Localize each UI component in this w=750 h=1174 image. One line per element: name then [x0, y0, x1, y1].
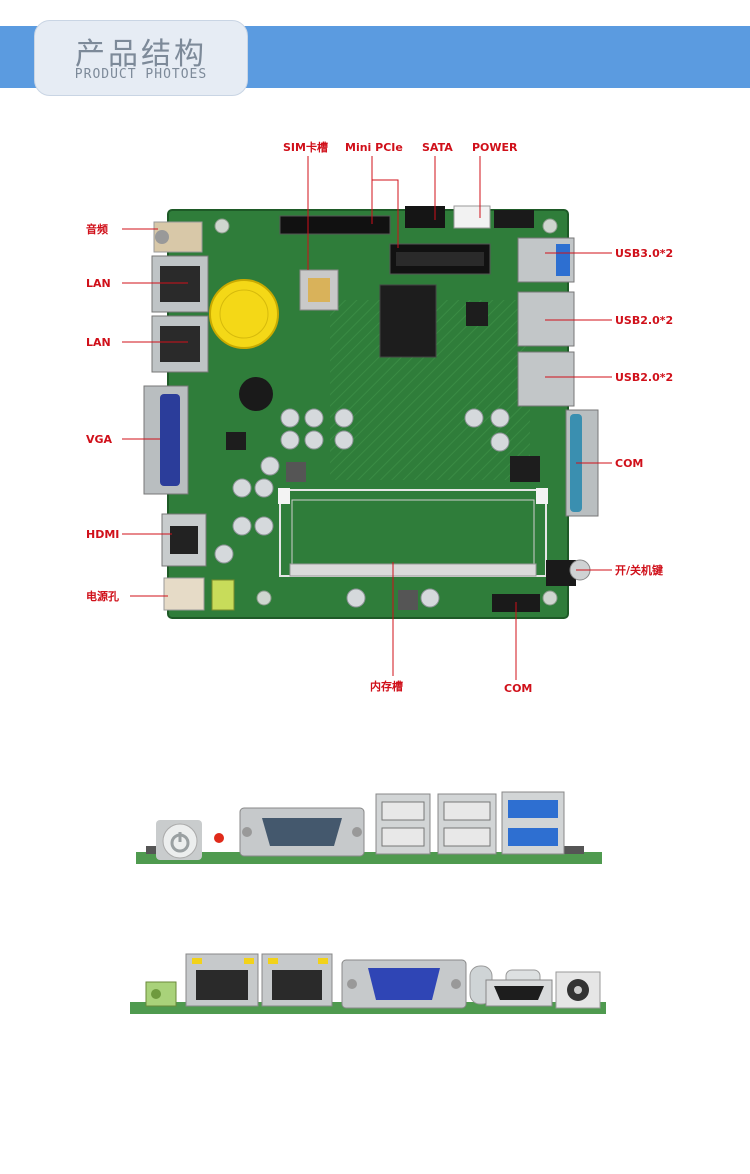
- label-vga: VGA: [86, 433, 113, 446]
- chip: [466, 302, 488, 326]
- mount-hole: [542, 218, 558, 234]
- terminal-block: [211, 579, 235, 611]
- pin-header: [494, 210, 534, 228]
- labels: SIM卡槽 Mini PCIe SATA POWER 音频 LAN LAN VG…: [86, 140, 673, 695]
- label-lan-2: LAN: [86, 336, 111, 349]
- chip: [226, 432, 246, 450]
- label-mini-pcie: Mini PCIe: [345, 141, 403, 154]
- label-power: POWER: [472, 141, 518, 154]
- mini-pcie-slot: [279, 215, 391, 235]
- label-hdmi: HDMI: [86, 528, 119, 541]
- buzzer: [239, 377, 273, 411]
- label-lan-1: LAN: [86, 277, 111, 290]
- led: [214, 833, 224, 843]
- label-memory-slot: 内存槽: [370, 679, 403, 693]
- board-side-view-1: [136, 791, 602, 864]
- chipset: [379, 284, 437, 358]
- power-connector: [453, 205, 491, 229]
- sata-connector: [405, 206, 445, 228]
- dc-jack: [163, 577, 205, 611]
- page-subtitle: PRODUCT PHOTOES: [74, 67, 208, 82]
- label-usb20-a: USB2.0*2: [615, 314, 673, 327]
- board-side-view-2: [130, 953, 606, 1014]
- capacitors: [214, 408, 510, 608]
- callout-lines: [122, 156, 612, 680]
- label-usb30: USB3.0*2: [615, 247, 673, 260]
- header-tab: 产品结构 PRODUCT PHOTOES: [34, 20, 248, 96]
- motherboard-top-view: [143, 205, 599, 619]
- inductor: [286, 462, 306, 482]
- inductor: [398, 590, 418, 610]
- label-usb20-b: USB2.0*2: [615, 371, 673, 384]
- label-sim-slot: SIM卡槽: [283, 140, 328, 154]
- label-sata: SATA: [422, 141, 453, 154]
- mount-hole: [214, 218, 230, 234]
- label-audio: 音频: [86, 222, 108, 236]
- usb2-ports-2: [517, 351, 575, 407]
- page-title: 产品结构: [75, 37, 207, 72]
- usb2-ports-1: [517, 291, 575, 347]
- mount-hole: [542, 590, 558, 606]
- mount-hole: [256, 590, 272, 606]
- label-com-bottom: COM: [504, 682, 532, 695]
- label-power-button: 开/关机键: [615, 563, 664, 577]
- label-com-right: COM: [615, 457, 643, 470]
- chip: [510, 456, 540, 482]
- label-dc-jack: 电源孔: [86, 589, 119, 603]
